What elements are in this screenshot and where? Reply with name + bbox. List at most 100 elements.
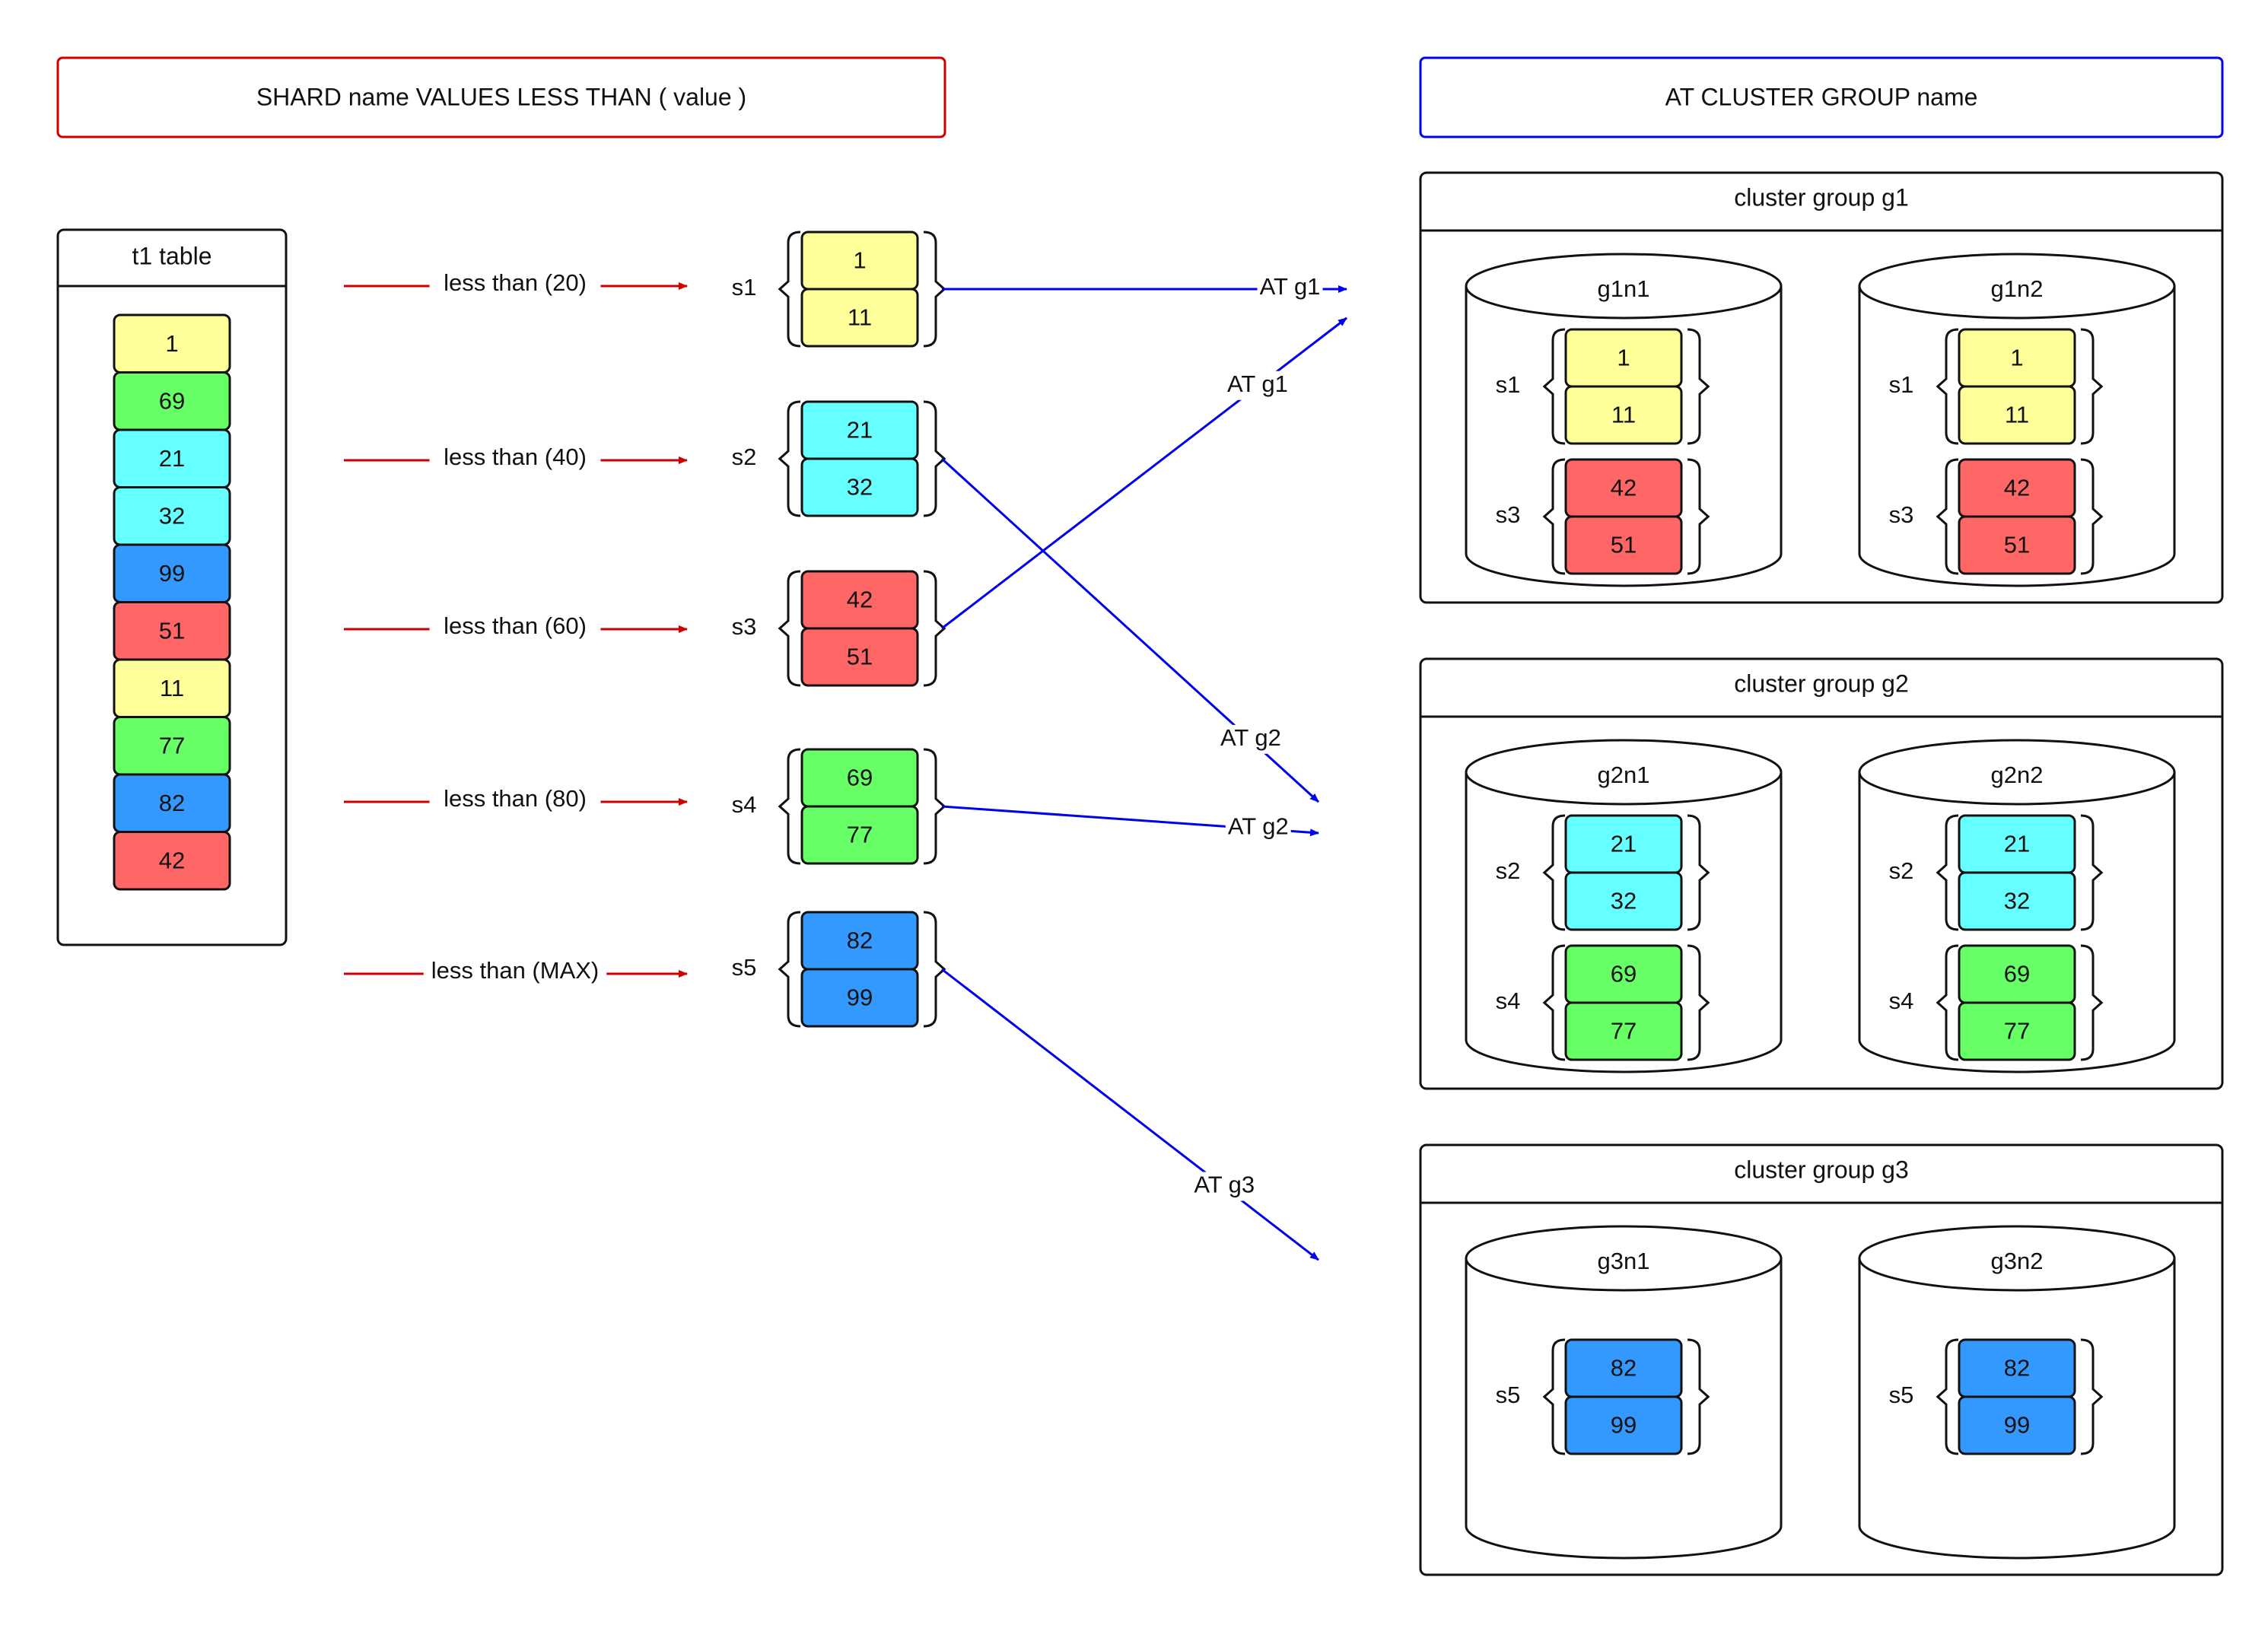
replica-cell-value: 32 xyxy=(2004,888,2030,914)
right-brace xyxy=(1687,1338,1710,1455)
left-brace xyxy=(1542,1338,1566,1455)
replica-shard-label: s3 xyxy=(1496,501,1521,528)
replica-s3: 42 51 s3 xyxy=(1889,458,2104,575)
right-brace xyxy=(923,748,946,865)
replica-cell: 42 xyxy=(1958,458,2076,518)
range-label: less than (20) xyxy=(444,269,587,296)
replica-shard-label: s3 xyxy=(1889,501,1914,528)
left-brace xyxy=(1542,458,1566,575)
shard-cell-value: 77 xyxy=(847,822,873,848)
node-label: g3n2 xyxy=(1991,1248,2044,1274)
left-brace xyxy=(1936,328,1959,445)
replica-cell: 11 xyxy=(1958,385,2076,445)
replica-cell: 21 xyxy=(1958,814,2076,874)
t1-table-title: t1 table xyxy=(132,242,212,269)
shard-cell: 32 xyxy=(800,457,919,517)
shard-cell-value: 32 xyxy=(847,474,873,501)
shard-label: s1 xyxy=(732,274,757,301)
replica-cell: 82 xyxy=(1958,1338,2076,1398)
right-brace xyxy=(1687,328,1710,445)
shard-syntax-text: SHARD name VALUES LESS THAN ( value ) xyxy=(256,83,746,110)
table-row-value: 11 xyxy=(160,675,184,701)
cluster-group-g2: cluster group g2g2n12132s26977s4g2n22132… xyxy=(1419,657,2224,1090)
shard-cell: 21 xyxy=(800,400,919,460)
table-row: 51 xyxy=(113,601,231,661)
table-row-value: 32 xyxy=(159,502,185,529)
shard-label: s2 xyxy=(732,444,757,470)
right-brace xyxy=(923,231,946,348)
table-row: 69 xyxy=(113,371,231,431)
left-brace xyxy=(1542,944,1566,1061)
shard-s4: 69 77 s4 xyxy=(732,748,946,865)
replica-cell-value: 82 xyxy=(1611,1355,1637,1382)
table-row: 11 xyxy=(113,658,231,718)
right-brace xyxy=(1687,458,1710,575)
replica-cell: 1 xyxy=(1564,328,1683,388)
shard-cell-value: 99 xyxy=(847,984,873,1011)
range-arrows: less than (20)less than (40)less than (6… xyxy=(344,269,688,987)
replica-cell-value: 51 xyxy=(2004,532,2030,558)
replica-cell-value: 77 xyxy=(2004,1018,2030,1045)
left-brace xyxy=(1542,328,1566,445)
table-row-value: 42 xyxy=(159,847,185,873)
node-label: g1n1 xyxy=(1598,275,1650,302)
replica-cell-value: 69 xyxy=(1611,961,1637,987)
shard-cell: 69 xyxy=(800,748,919,808)
node-label: g2n1 xyxy=(1598,762,1650,788)
shard-cell-value: 69 xyxy=(847,765,873,791)
shard-cell-value: 11 xyxy=(848,304,872,331)
replica-cell: 32 xyxy=(1958,871,2076,931)
replica-cell-value: 99 xyxy=(2004,1412,2030,1439)
cluster-group-g1: cluster group g1g1n1111s14251s3g1n2111s1… xyxy=(1419,171,2224,604)
node-label: g2n2 xyxy=(1991,762,2044,788)
range-label: less than (80) xyxy=(444,785,587,812)
replica-cell: 1 xyxy=(1958,328,2076,388)
replica-shard-label: s4 xyxy=(1889,987,1914,1014)
right-brace xyxy=(1687,944,1710,1061)
cluster-groups: cluster group g1g1n1111s14251s3g1n2111s1… xyxy=(1419,171,2224,1576)
left-brace xyxy=(1936,458,1959,575)
left-brace xyxy=(778,231,801,348)
left-brace xyxy=(1936,814,1959,931)
shard-cell: 42 xyxy=(800,570,919,630)
table-row: 82 xyxy=(113,773,231,833)
table-row-value: 21 xyxy=(159,445,185,472)
shard-cell-value: 42 xyxy=(847,587,873,613)
right-brace xyxy=(2080,944,2104,1061)
shard-cell-value: 21 xyxy=(847,417,873,444)
replica-cell: 21 xyxy=(1564,814,1683,874)
right-brace xyxy=(923,570,946,687)
replica-shard-label: s5 xyxy=(1496,1382,1521,1408)
cluster-group-title: cluster group g1 xyxy=(1734,183,1908,211)
left-brace xyxy=(778,911,801,1028)
replica-cell-value: 21 xyxy=(2004,831,2030,857)
shard-cell: 51 xyxy=(800,627,919,687)
table-row-value: 69 xyxy=(159,387,185,414)
shard-label: s4 xyxy=(732,791,757,818)
right-brace xyxy=(923,400,946,517)
replica-cell-value: 51 xyxy=(1611,532,1637,558)
shard-cell-value: 1 xyxy=(853,247,866,274)
right-brace xyxy=(1687,814,1710,931)
at-arrow xyxy=(941,968,1319,1261)
right-brace xyxy=(923,911,946,1028)
at-label: AT g1 xyxy=(1260,273,1321,300)
table-row-value: 51 xyxy=(159,617,185,644)
table-row: 1 xyxy=(113,313,231,374)
